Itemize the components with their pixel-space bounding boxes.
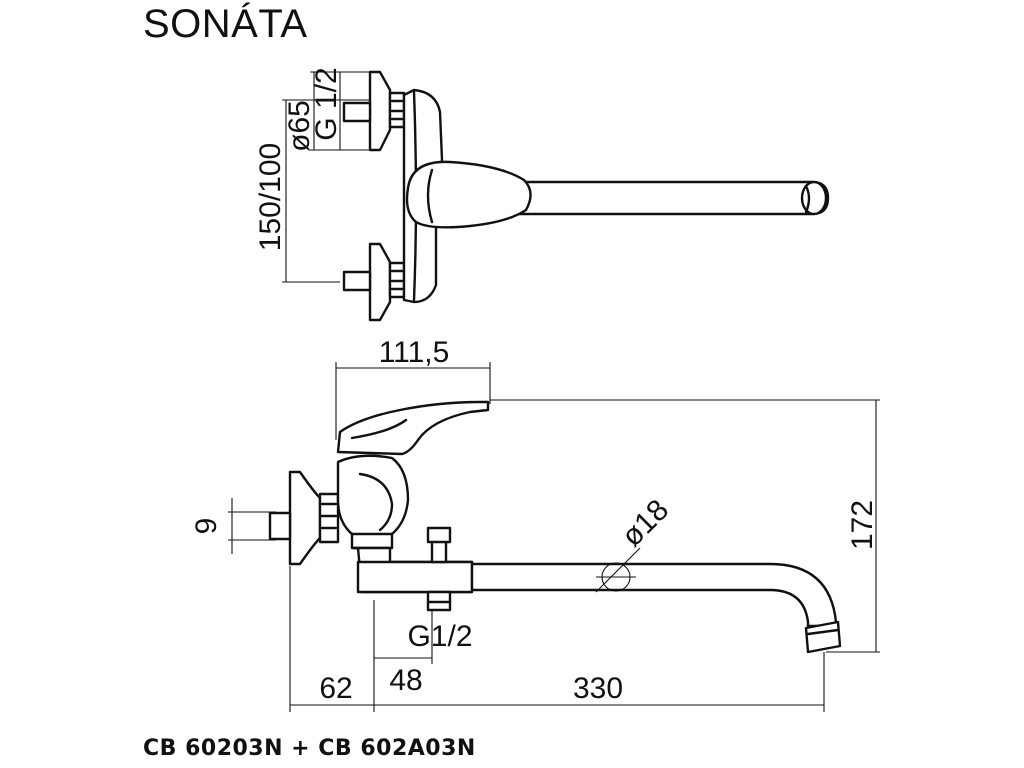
lower-nipple xyxy=(342,270,372,292)
dim-outlet-offset: 48 xyxy=(389,664,422,697)
side-nipple xyxy=(268,511,292,541)
top-view: ø65 G 1/2 150/100 xyxy=(254,67,830,322)
dim-total-height: 172 xyxy=(846,500,879,550)
dim-nut-height: 9 xyxy=(190,518,223,535)
side-nut xyxy=(318,492,340,544)
lever-top xyxy=(405,160,532,229)
spout-arm-top xyxy=(506,180,830,216)
side-rosette xyxy=(288,470,322,566)
upper-nipple xyxy=(342,101,372,123)
side-view: 111,5 172 ø18 9 G1/2 62 48 330 xyxy=(190,336,880,712)
page-title: SONÁTA xyxy=(143,2,308,46)
dim-thread-g12-top: G 1/2 xyxy=(310,67,343,140)
spout-pipe-side xyxy=(470,562,838,628)
lever-side xyxy=(336,400,490,456)
dim-wall-offset: 62 xyxy=(319,672,352,705)
dim-spout-length: 330 xyxy=(573,672,623,705)
aerator xyxy=(804,620,842,654)
product-codes: CB 60203N + CB 602A03N xyxy=(143,736,476,761)
dim-outlet-thread: G1/2 xyxy=(407,620,472,653)
diverter-knob xyxy=(426,526,452,544)
dim-lever-length: 111,5 xyxy=(379,336,450,369)
dim-spacing: 150/100 xyxy=(254,143,287,251)
lower-rosette xyxy=(368,242,392,322)
dim-pipe-diameter: ø18 xyxy=(615,493,675,553)
dim-diameter-65: ø65 xyxy=(283,100,316,152)
mixer-body-side xyxy=(336,454,410,550)
diverter-knob-stem xyxy=(430,538,448,564)
upper-rosette xyxy=(368,70,392,152)
